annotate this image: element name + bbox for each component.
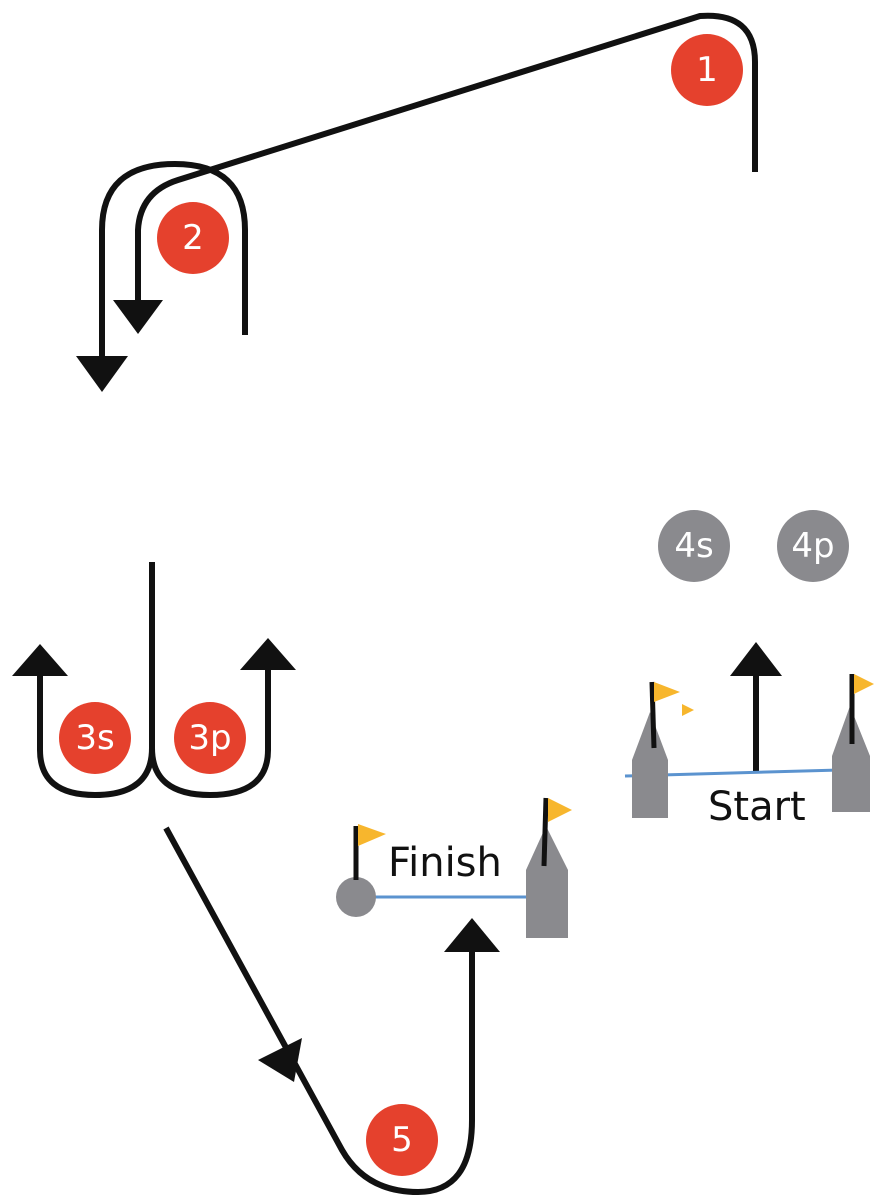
- course-leg-mark-2-rounding: [99, 161, 248, 370]
- flag-icon: [358, 824, 386, 846]
- flag-icon: [682, 704, 694, 716]
- mark-4p: 4p: [777, 510, 849, 582]
- mark-3s: 3s: [59, 702, 131, 774]
- arrowhead-inner-down: [113, 300, 163, 334]
- start-label: Start: [708, 784, 806, 830]
- flag-icon: [654, 682, 680, 702]
- svg-text:4p: 4p: [791, 526, 834, 566]
- committee-boat-right: [832, 674, 874, 812]
- svg-text:5: 5: [391, 1120, 413, 1160]
- mark-2: 2: [157, 202, 229, 274]
- arrowhead-start-up: [730, 642, 782, 676]
- svg-text:3s: 3s: [75, 718, 114, 758]
- arrowhead-3p-up: [240, 638, 296, 670]
- flag-icon: [854, 674, 874, 694]
- course-leg-gate-3: [37, 562, 271, 798]
- svg-text:1: 1: [696, 50, 718, 90]
- arrowhead-finish-up: [444, 918, 500, 952]
- course-leg-start-to-mark-1: [135, 12, 758, 318]
- finish-label: Finish: [388, 840, 502, 886]
- arrowhead-3s-up: [12, 644, 68, 676]
- course-leg-to-mark-5: [163, 826, 475, 1195]
- svg-text:2: 2: [182, 218, 204, 258]
- svg-text:4s: 4s: [674, 526, 713, 566]
- arrowhead-outer-down: [76, 356, 128, 392]
- committee-boat-left: [632, 681, 694, 818]
- flag-icon: [548, 798, 572, 822]
- finish-pin-buoy: [336, 877, 376, 917]
- mark-5: 5: [366, 1104, 438, 1176]
- mark-4s: 4s: [658, 510, 730, 582]
- svg-text:3p: 3p: [188, 718, 231, 758]
- mark-1: 1: [671, 34, 743, 106]
- finish-boat: [526, 797, 572, 938]
- mark-3p: 3p: [174, 702, 246, 774]
- arrowhead-leg-down: [258, 1038, 302, 1082]
